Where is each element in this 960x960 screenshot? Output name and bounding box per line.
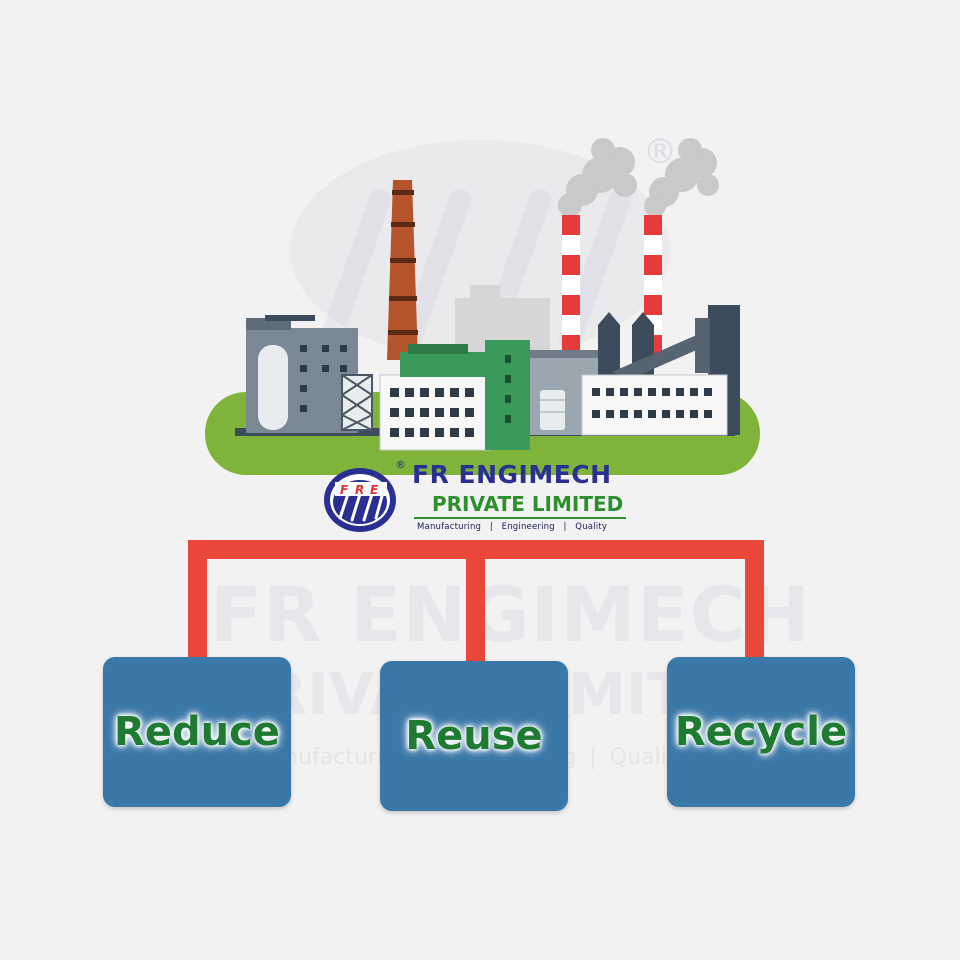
window (592, 410, 600, 418)
window (676, 388, 684, 396)
window (405, 388, 414, 397)
window (648, 410, 656, 418)
window (704, 410, 712, 418)
logo-letter-e: E (370, 483, 379, 497)
white-factory-building (581, 374, 728, 436)
green-building (400, 340, 530, 450)
window (450, 428, 459, 437)
recycle-label: Recycle (674, 709, 848, 755)
window (450, 408, 459, 417)
brand-registered-mark: ® (395, 458, 406, 471)
striped-stack-left (562, 215, 580, 355)
lattice-tower (341, 374, 373, 431)
window (435, 408, 444, 417)
window (420, 388, 429, 397)
window (690, 410, 698, 418)
logo-letter-r: R (355, 483, 364, 497)
window (704, 388, 712, 396)
window (420, 408, 429, 417)
window (648, 388, 656, 396)
window (592, 388, 600, 396)
window (390, 428, 399, 437)
smoke-cloud-right-icon (644, 138, 719, 217)
grey-tank-building (246, 315, 358, 433)
brand-name: FR ENGIMECH (412, 460, 612, 489)
window (620, 410, 628, 418)
recycle-box: Recycle (667, 657, 855, 807)
window (620, 388, 628, 396)
window (606, 410, 614, 418)
background-buildings (455, 285, 550, 358)
smoke-cloud-left-icon (558, 138, 637, 217)
connector-center (466, 540, 485, 665)
window (420, 428, 429, 437)
window (634, 388, 642, 396)
brand-block: F R E ® FR ENGIMECH PRIVATE LIMITED Manu… (322, 458, 632, 538)
connector-right (745, 540, 764, 660)
reduce-box: Reduce (103, 657, 291, 807)
window (634, 410, 642, 418)
reduce-label: Reduce (114, 709, 280, 755)
window (606, 388, 614, 396)
window (662, 410, 670, 418)
window (390, 388, 399, 397)
window (405, 428, 414, 437)
window (390, 408, 399, 417)
window (435, 428, 444, 437)
brand-divider (414, 517, 626, 519)
window (690, 388, 698, 396)
window (465, 408, 474, 417)
window (450, 388, 459, 397)
window (662, 388, 670, 396)
brand-subtitle: PRIVATE LIMITED (432, 492, 624, 516)
window (435, 388, 444, 397)
reuse-box: Reuse (380, 661, 568, 811)
brand-tagline: Manufacturing | Engineering | Quality (417, 522, 608, 532)
office-windows (390, 388, 474, 437)
factory-windows (592, 388, 712, 418)
reuse-label: Reuse (405, 713, 543, 759)
window (465, 428, 474, 437)
window (405, 408, 414, 417)
brown-chimney (387, 180, 418, 360)
fre-logo-icon: F R E (324, 468, 396, 532)
window (676, 410, 684, 418)
window (465, 388, 474, 397)
logo-letter-f: F (340, 483, 349, 497)
connector-left (188, 540, 207, 660)
